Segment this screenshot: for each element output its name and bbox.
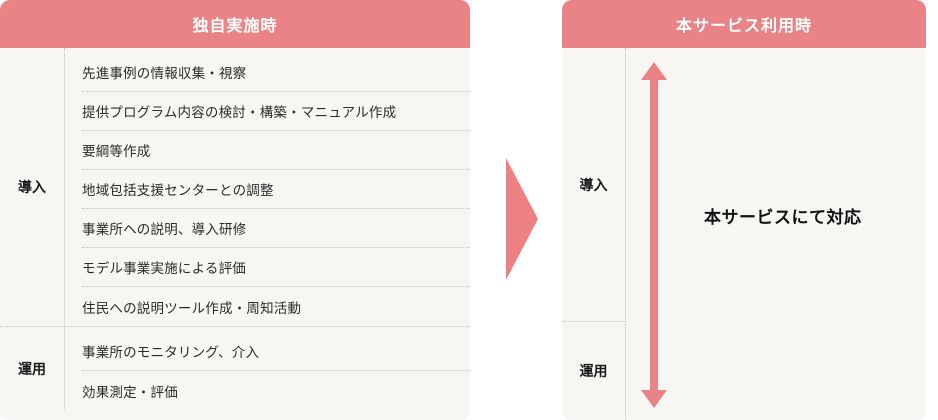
right-triangle-arrow-icon (500, 158, 540, 280)
right-panel-label-column: 導入 運用 (562, 48, 626, 420)
right-group-label-introduction: 導入 (579, 176, 608, 193)
right-group-label-operation: 運用 (562, 321, 625, 420)
table-row: 効果測定・評価 (82, 384, 178, 400)
right-panel-grid: 導入 運用 本サービスにて対応 (562, 48, 926, 420)
left-panel-independent-implementation: 独自実施時 導入 先進事例の情報収集・視察 提供プログラム内容の検討・構築・マニ… (0, 0, 470, 420)
right-panel-header: 本サービス利用時 (562, 0, 926, 48)
double-headed-vertical-arrow-icon (636, 62, 672, 408)
table-row: 事業所のモニタリング、介入 (82, 332, 470, 371)
right-panel-content: 本サービスにて対応 (626, 48, 926, 420)
right-panel-using-service: 本サービス利用時 導入 運用 (562, 0, 926, 420)
table-row: 事業所への説明、導入研修 (82, 209, 470, 248)
left-group-operation: 運用 事業所のモニタリング、介入 効果測定・評価 (0, 326, 470, 410)
left-group-label-operation: 運用 (0, 327, 65, 410)
left-panel-header: 独自実施時 (0, 0, 470, 48)
table-row: 先進事例の情報収集・視察 (82, 53, 470, 92)
table-row: 地域包括支援センターとの調整 (82, 170, 470, 209)
left-group-rows-introduction: 先進事例の情報収集・視察 提供プログラム内容の検討・構築・マニュアル作成 要綱等… (65, 48, 470, 326)
left-group-rows-operation: 事業所のモニタリング、介入 効果測定・評価 (65, 327, 470, 410)
left-group-label-introduction: 導入 (0, 48, 65, 326)
table-row: 提供プログラム内容の検討・構築・マニュアル作成 (82, 92, 470, 131)
right-panel-body: 導入 運用 本サービスにて対応 (562, 48, 926, 420)
table-row: 住民への説明ツール作成・周知活動 (82, 300, 302, 316)
table-row: モデル事業実施による評価 (82, 248, 470, 287)
table-row: 要綱等作成 (82, 131, 470, 170)
right-panel-note: 本サービスにて対応 (704, 208, 862, 227)
left-panel-body: 導入 先進事例の情報収集・視察 提供プログラム内容の検討・構築・マニュアル作成 … (0, 48, 470, 420)
left-group-introduction: 導入 先進事例の情報収集・視察 提供プログラム内容の検討・構築・マニュアル作成 … (0, 48, 470, 326)
